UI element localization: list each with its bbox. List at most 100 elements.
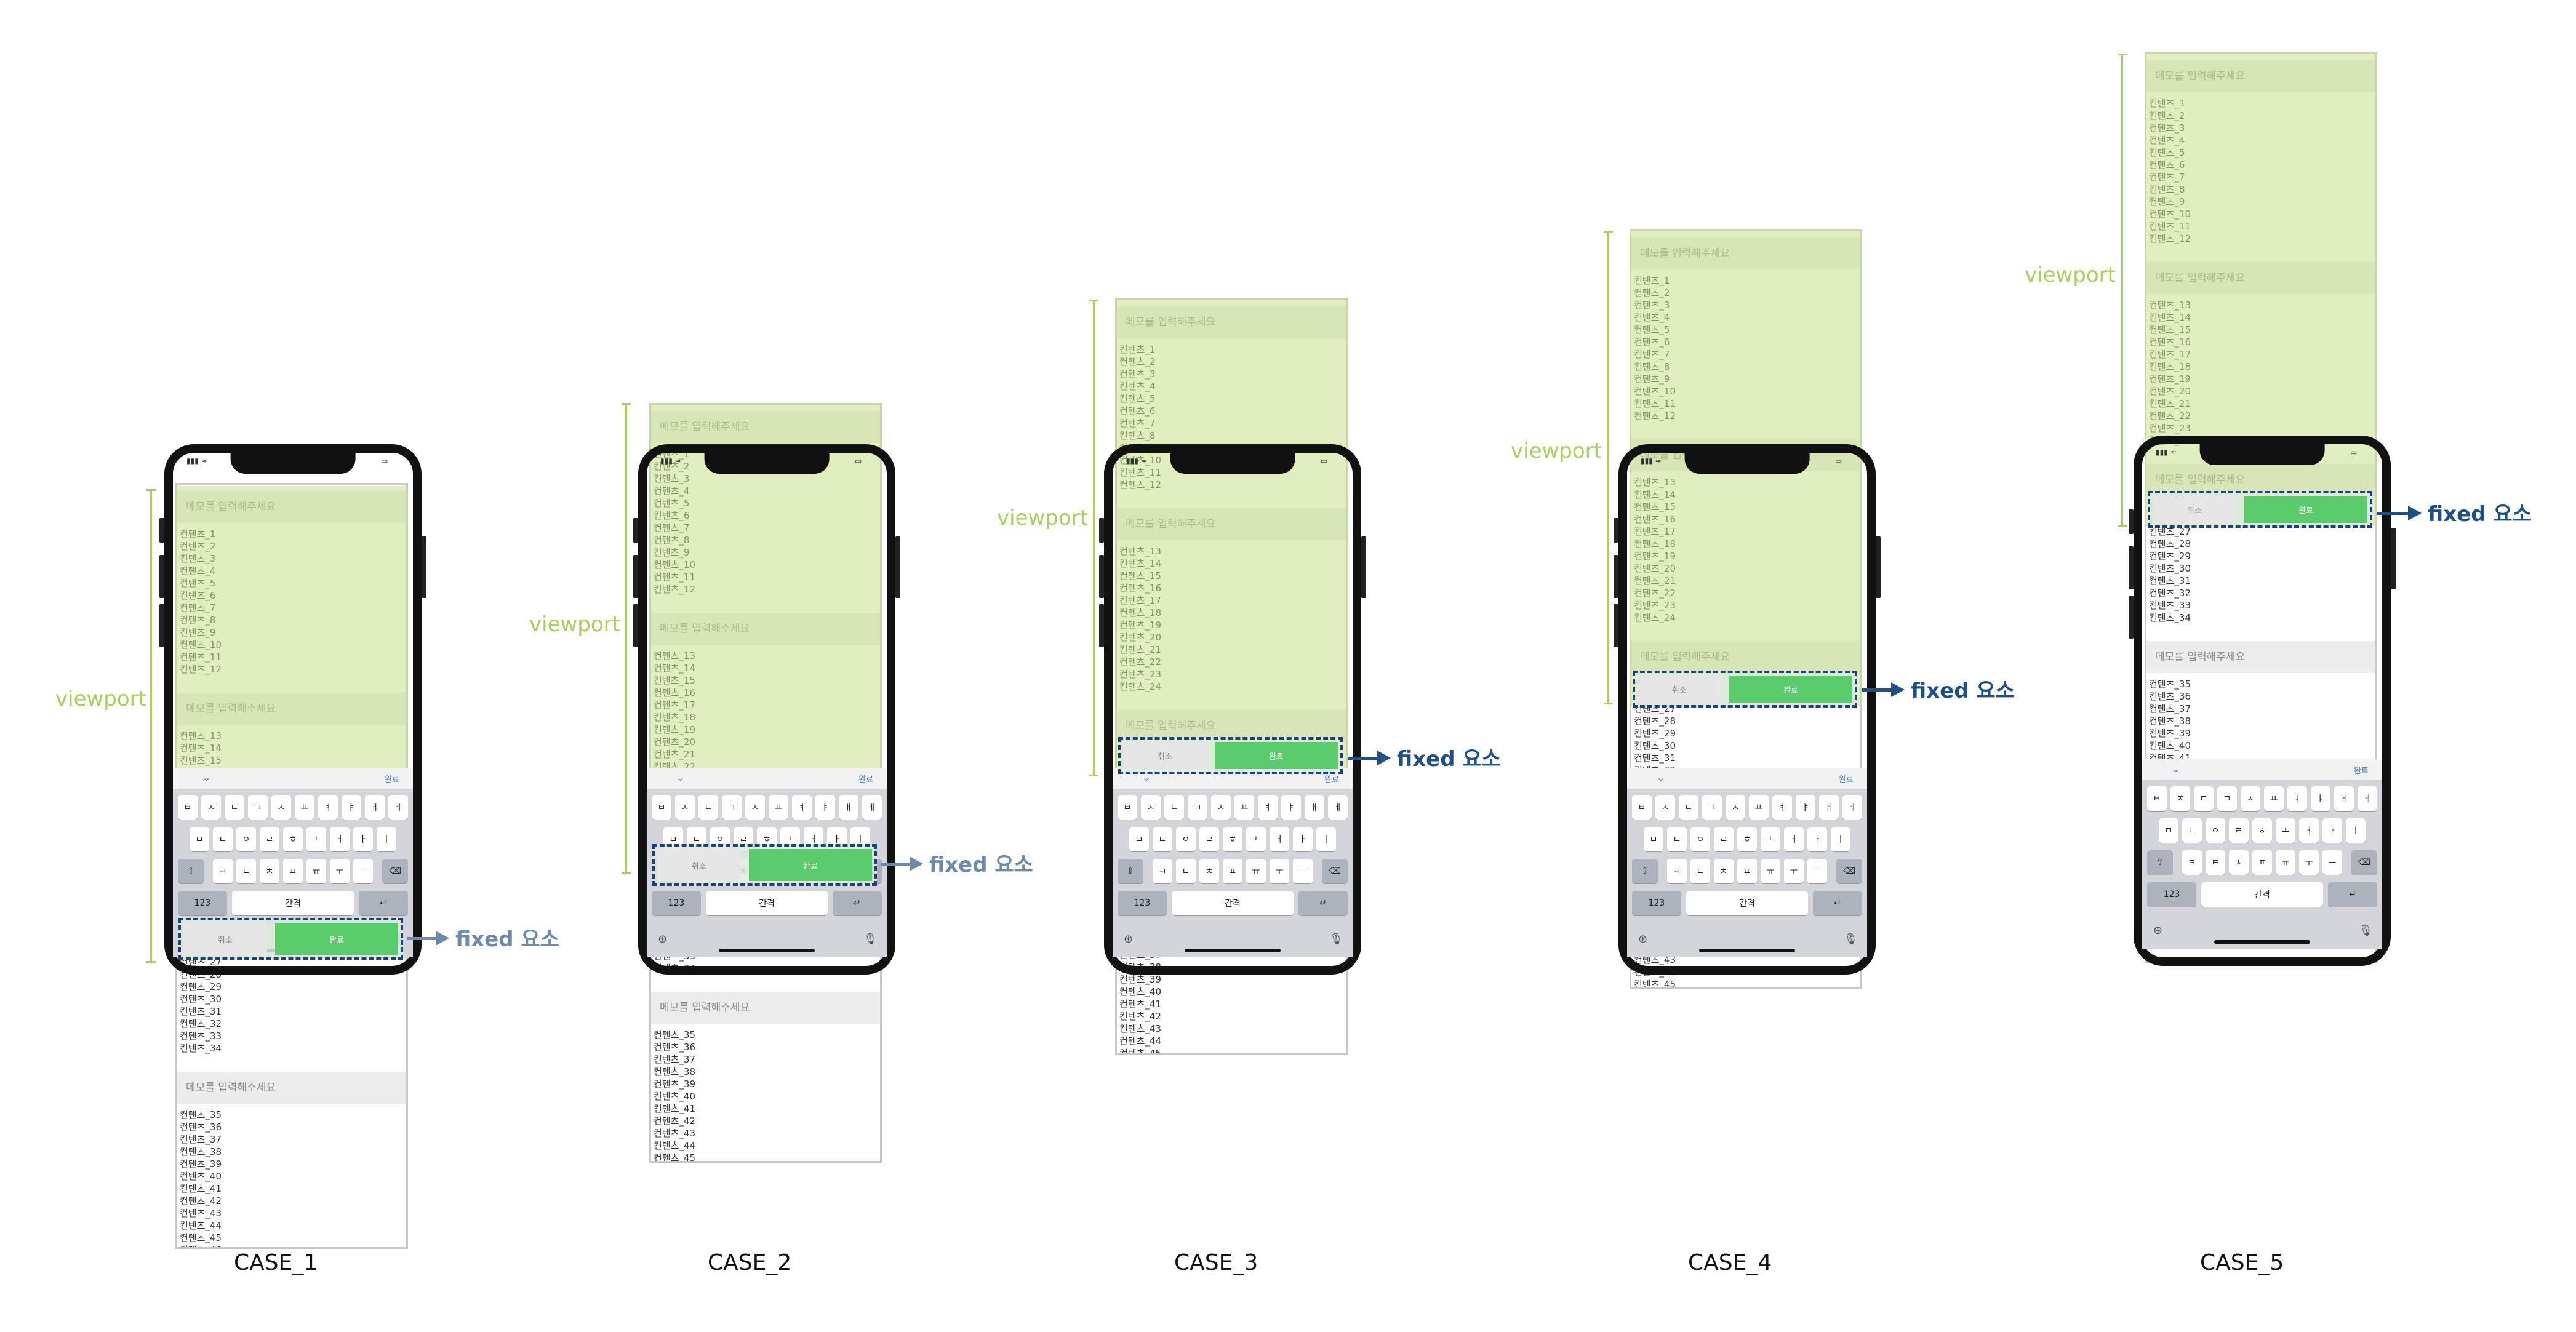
keyboard-key[interactable]: ㅜ — [1270, 859, 1289, 883]
keyboard-key[interactable]: ㅍ — [1223, 859, 1242, 883]
keyboard-key[interactable]: ㄷ — [1164, 795, 1184, 820]
keyboard-key[interactable]: ㅐ — [2334, 786, 2354, 811]
keyboard-key[interactable]: ㅅ — [271, 795, 291, 820]
cancel-button[interactable]: 취소 — [1638, 676, 1721, 703]
keyboard-key[interactable]: ㄱ — [1702, 795, 1722, 820]
keyboard-key[interactable]: ㅣ — [1316, 827, 1336, 851]
backspace-key[interactable]: ⌫ — [382, 859, 408, 883]
keyboard-key[interactable]: ㅐ — [365, 795, 385, 820]
keyboard-key[interactable]: ㄹ — [260, 827, 279, 851]
keyboard-key[interactable]: ㅇ — [236, 827, 256, 851]
microphone-icon[interactable]: 🎙 — [863, 933, 878, 946]
keyboard-key[interactable]: ㅌ — [1690, 859, 1710, 883]
keyboard-key[interactable]: ㅎ — [283, 827, 303, 851]
keyboard-key[interactable]: ㄴ — [213, 827, 233, 851]
shift-key[interactable]: ⇧ — [2147, 850, 2173, 875]
keyboard-key[interactable]: ㅏ — [353, 827, 373, 851]
keyboard-key[interactable]: ㅇ — [2206, 818, 2225, 843]
keyboard-key[interactable]: ㅏ — [2322, 818, 2342, 843]
chevron-down-icon[interactable]: ⌄ — [676, 772, 685, 783]
keyboard-key[interactable]: ㅂ — [1118, 795, 1137, 820]
keyboard-key[interactable]: ㅗ — [1246, 827, 1266, 851]
space-key[interactable]: 간격 — [1686, 891, 1808, 915]
keyboard-done-button[interactable]: 완료 — [1324, 775, 1339, 784]
numbers-key[interactable]: 123 — [1632, 891, 1681, 915]
keyboard-key[interactable]: ㅠ — [306, 859, 326, 883]
keyboard-key[interactable]: ㅣ — [2346, 818, 2366, 843]
keyboard-key[interactable]: ㅣ — [377, 827, 396, 851]
keyboard-key[interactable]: ㅇ — [1690, 827, 1710, 851]
microphone-icon[interactable]: 🎙 — [2359, 924, 2373, 937]
keyboard-key[interactable]: ㅗ — [2276, 818, 2295, 843]
space-key[interactable]: 간격 — [2201, 882, 2323, 907]
keyboard-key[interactable]: ㅔ — [1328, 795, 1348, 820]
keyboard-key[interactable]: ㅓ — [1270, 827, 1289, 851]
keyboard-key[interactable]: ㅡ — [1807, 859, 1827, 883]
space-key[interactable]: 간격 — [1172, 891, 1294, 915]
return-key[interactable]: ↵ — [1813, 891, 1862, 915]
numbers-key[interactable]: 123 — [178, 891, 227, 915]
keyboard-key[interactable]: ㅕ — [792, 795, 812, 820]
keyboard-key[interactable]: ㅅ — [1211, 795, 1231, 820]
globe-icon[interactable]: ⊕ — [2153, 924, 2163, 937]
keyboard-key[interactable]: ㅌ — [2206, 850, 2225, 875]
keyboard-key[interactable]: ㅏ — [1807, 827, 1827, 851]
keyboard-key[interactable]: ㅂ — [1632, 795, 1652, 820]
keyboard-key[interactable]: ㅡ — [1293, 859, 1313, 883]
return-key[interactable]: ↵ — [2328, 882, 2377, 907]
backspace-key[interactable]: ⌫ — [1836, 859, 1862, 883]
keyboard-key[interactable]: ㅋ — [1667, 859, 1687, 883]
globe-icon[interactable]: ⊕ — [1638, 933, 1648, 946]
keyboard-key[interactable]: ㄴ — [1153, 827, 1172, 851]
keyboard-key[interactable]: ㅠ — [1246, 859, 1266, 883]
keyboard-key[interactable]: ㅗ — [306, 827, 326, 851]
memo-input[interactable]: 메모를 입력해주세요 — [177, 1072, 406, 1104]
keyboard-key[interactable]: ㄷ — [225, 795, 244, 820]
keyboard-key[interactable]: ㅛ — [1234, 795, 1254, 820]
keyboard-key[interactable]: ㅊ — [260, 859, 279, 883]
keyboard-key[interactable]: ㄱ — [248, 795, 268, 820]
cancel-button[interactable]: 취소 — [183, 923, 267, 955]
keyboard-key[interactable]: ㅊ — [2229, 850, 2249, 875]
done-button[interactable]: 완료 — [749, 849, 872, 881]
keyboard-key[interactable]: ㅅ — [1726, 795, 1745, 820]
keyboard-key[interactable]: ㅔ — [1842, 795, 1862, 820]
keyboard-key[interactable]: ㅠ — [2276, 850, 2295, 875]
keyboard-key[interactable]: ㅑ — [1796, 795, 1815, 820]
keyboard-key[interactable]: ㄷ — [1679, 795, 1698, 820]
memo-input[interactable]: 메모를 입력해주세요 — [651, 992, 880, 1024]
keyboard-key[interactable]: ㅎ — [1223, 827, 1242, 851]
keyboard-key[interactable]: ㅠ — [1761, 859, 1780, 883]
keyboard-key[interactable]: ㅜ — [2299, 850, 2319, 875]
keyboard-key[interactable]: ㅕ — [2287, 786, 2307, 811]
shift-key[interactable]: ⇧ — [178, 859, 204, 883]
keyboard-key[interactable]: ㄴ — [1667, 827, 1687, 851]
keyboard-key[interactable]: ㅂ — [178, 795, 198, 820]
keyboard-key[interactable]: ㅇ — [1176, 827, 1196, 851]
keyboard-key[interactable]: ㅓ — [330, 827, 350, 851]
keyboard-key[interactable]: ㅈ — [2170, 786, 2190, 811]
keyboard-key[interactable]: ㄱ — [722, 795, 742, 820]
keyboard-key[interactable]: ㄷ — [2194, 786, 2214, 811]
return-key[interactable]: ↵ — [359, 891, 408, 915]
keyboard-key[interactable]: ㅔ — [862, 795, 882, 820]
keyboard-key[interactable]: ㅌ — [236, 859, 256, 883]
keyboard-key[interactable]: ㅌ — [1176, 859, 1196, 883]
keyboard-key[interactable]: ㅐ — [1819, 795, 1839, 820]
done-button[interactable]: 완료 — [275, 923, 398, 955]
keyboard-key[interactable]: ㅐ — [1305, 795, 1324, 820]
numbers-key[interactable]: 123 — [652, 891, 701, 915]
keyboard-key[interactable]: ㅐ — [839, 795, 858, 820]
keyboard-key[interactable]: ㅓ — [1784, 827, 1804, 851]
space-key[interactable]: 간격 — [706, 891, 828, 915]
microphone-icon[interactable]: 🎙 — [1329, 933, 1343, 946]
keyboard-done-button[interactable]: 완료 — [1839, 775, 1854, 784]
numbers-key[interactable]: 123 — [1118, 891, 1167, 915]
done-button[interactable]: 완료 — [1215, 742, 1338, 769]
keyboard-key[interactable]: ㅍ — [1737, 859, 1757, 883]
keyboard-key[interactable]: ㅋ — [213, 859, 233, 883]
keyboard-key[interactable]: ㅎ — [1737, 827, 1757, 851]
cancel-button[interactable]: 취소 — [1123, 742, 1207, 769]
space-key[interactable]: 간격 — [232, 891, 354, 915]
return-key[interactable]: ↵ — [1298, 891, 1348, 915]
